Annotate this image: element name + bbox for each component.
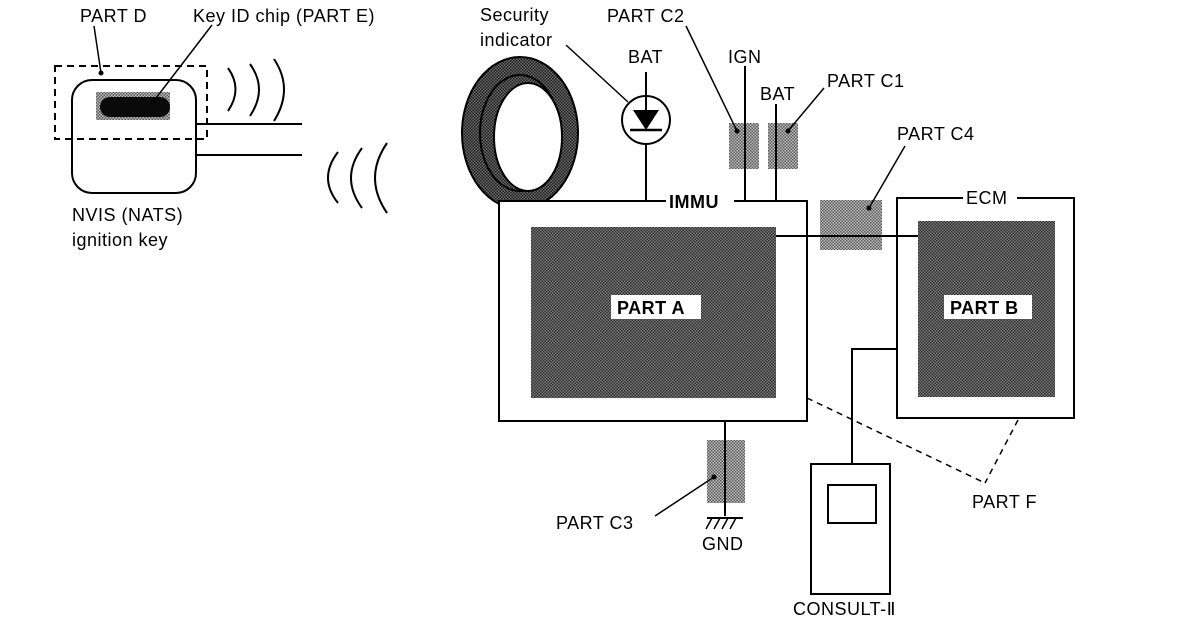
part-c4-leader bbox=[868, 145, 906, 209]
part-c1-leader bbox=[787, 87, 825, 132]
consult-body bbox=[810, 463, 891, 595]
part-b-label: PART B bbox=[950, 298, 1019, 318]
part-a-label-bg bbox=[611, 295, 701, 319]
bat-c1-label: BAT bbox=[760, 84, 795, 104]
connector-c3 bbox=[654, 421, 745, 530]
part-c2-leader bbox=[685, 25, 738, 132]
security-indicator bbox=[565, 44, 671, 201]
ignition-key bbox=[54, 24, 302, 194]
key-id-chip-label: Key ID chip (PART E) bbox=[193, 6, 375, 26]
part-c2-label: PART C2 bbox=[607, 6, 685, 26]
consult-screen bbox=[827, 484, 877, 524]
consult-label: CONSULT-Ⅱ bbox=[793, 599, 896, 619]
connector-c1 bbox=[768, 87, 825, 201]
radio-waves-icon bbox=[227, 58, 388, 214]
part-c3-label: PART C3 bbox=[556, 513, 634, 533]
consult-device bbox=[810, 348, 897, 595]
ecm-label-bg bbox=[963, 186, 1017, 208]
diode-triangle bbox=[633, 110, 659, 130]
connector-c4 bbox=[776, 145, 918, 250]
ign-label: IGN bbox=[728, 47, 762, 67]
connector-c2 bbox=[685, 25, 759, 201]
key-chip-leader bbox=[152, 24, 213, 103]
bat-indicator-label: BAT bbox=[628, 47, 663, 67]
part-d-leader bbox=[93, 25, 102, 74]
security-indicator-label-line2: indicator bbox=[480, 30, 553, 50]
part-c3-leader bbox=[654, 476, 715, 517]
consult-cable bbox=[851, 348, 897, 464]
key-id-chip bbox=[100, 97, 170, 117]
security-indicator-label-line1: Security bbox=[480, 5, 549, 25]
part-f-label: PART F bbox=[972, 492, 1037, 512]
gnd-label: GND bbox=[702, 534, 744, 554]
antenna-ring-icon bbox=[461, 56, 579, 210]
part-a-label: PART A bbox=[617, 298, 685, 318]
security-leader bbox=[565, 44, 629, 103]
part-c1-label: PART C1 bbox=[827, 71, 905, 91]
ground-icon bbox=[705, 517, 737, 530]
part-c4-label: PART C4 bbox=[897, 124, 975, 144]
immu-label: IMMU bbox=[669, 192, 719, 212]
nvis-label-line1: NVIS (NATS) bbox=[72, 205, 183, 225]
nvis-label-line2: ignition key bbox=[72, 230, 168, 250]
ecm-label: ECM bbox=[966, 188, 1008, 208]
part-d-label: PART D bbox=[80, 6, 147, 26]
part-f-leaders bbox=[806, 397, 1019, 484]
immu-label-bg bbox=[666, 190, 734, 212]
part-d-dashed-box bbox=[54, 65, 208, 140]
part-b-label-bg bbox=[944, 295, 1032, 319]
